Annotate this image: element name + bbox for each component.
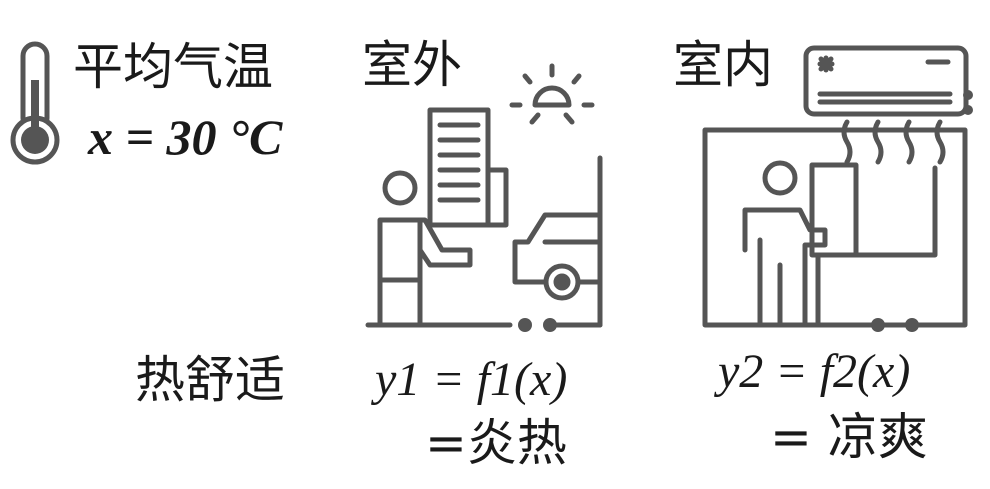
indoor-formula: y2 = f2(x) <box>718 345 911 398</box>
outdoor-label: 室外 <box>362 36 462 94</box>
outdoor-scene-icon <box>365 63 603 332</box>
indoor-result: = 凉爽 <box>770 408 928 466</box>
air-conditioner-icon <box>803 45 969 165</box>
building-icon <box>427 107 509 228</box>
person-icon <box>377 170 473 328</box>
sun-icon <box>509 63 595 125</box>
outdoor-result: =炎热 <box>425 414 567 472</box>
indoor-scene-icon <box>702 45 973 332</box>
thermometer-icon <box>10 41 60 165</box>
outdoor-formula: y1 = f1(x) <box>375 353 568 406</box>
car-icon <box>512 212 603 301</box>
average-temperature-label: 平均气温 <box>73 38 273 96</box>
indoor-label: 室内 <box>673 36 773 94</box>
thermal-comfort-label: 热舒适 <box>135 351 285 409</box>
person-icon <box>742 160 828 328</box>
temperature-equation: x = 30 °C <box>88 109 283 165</box>
